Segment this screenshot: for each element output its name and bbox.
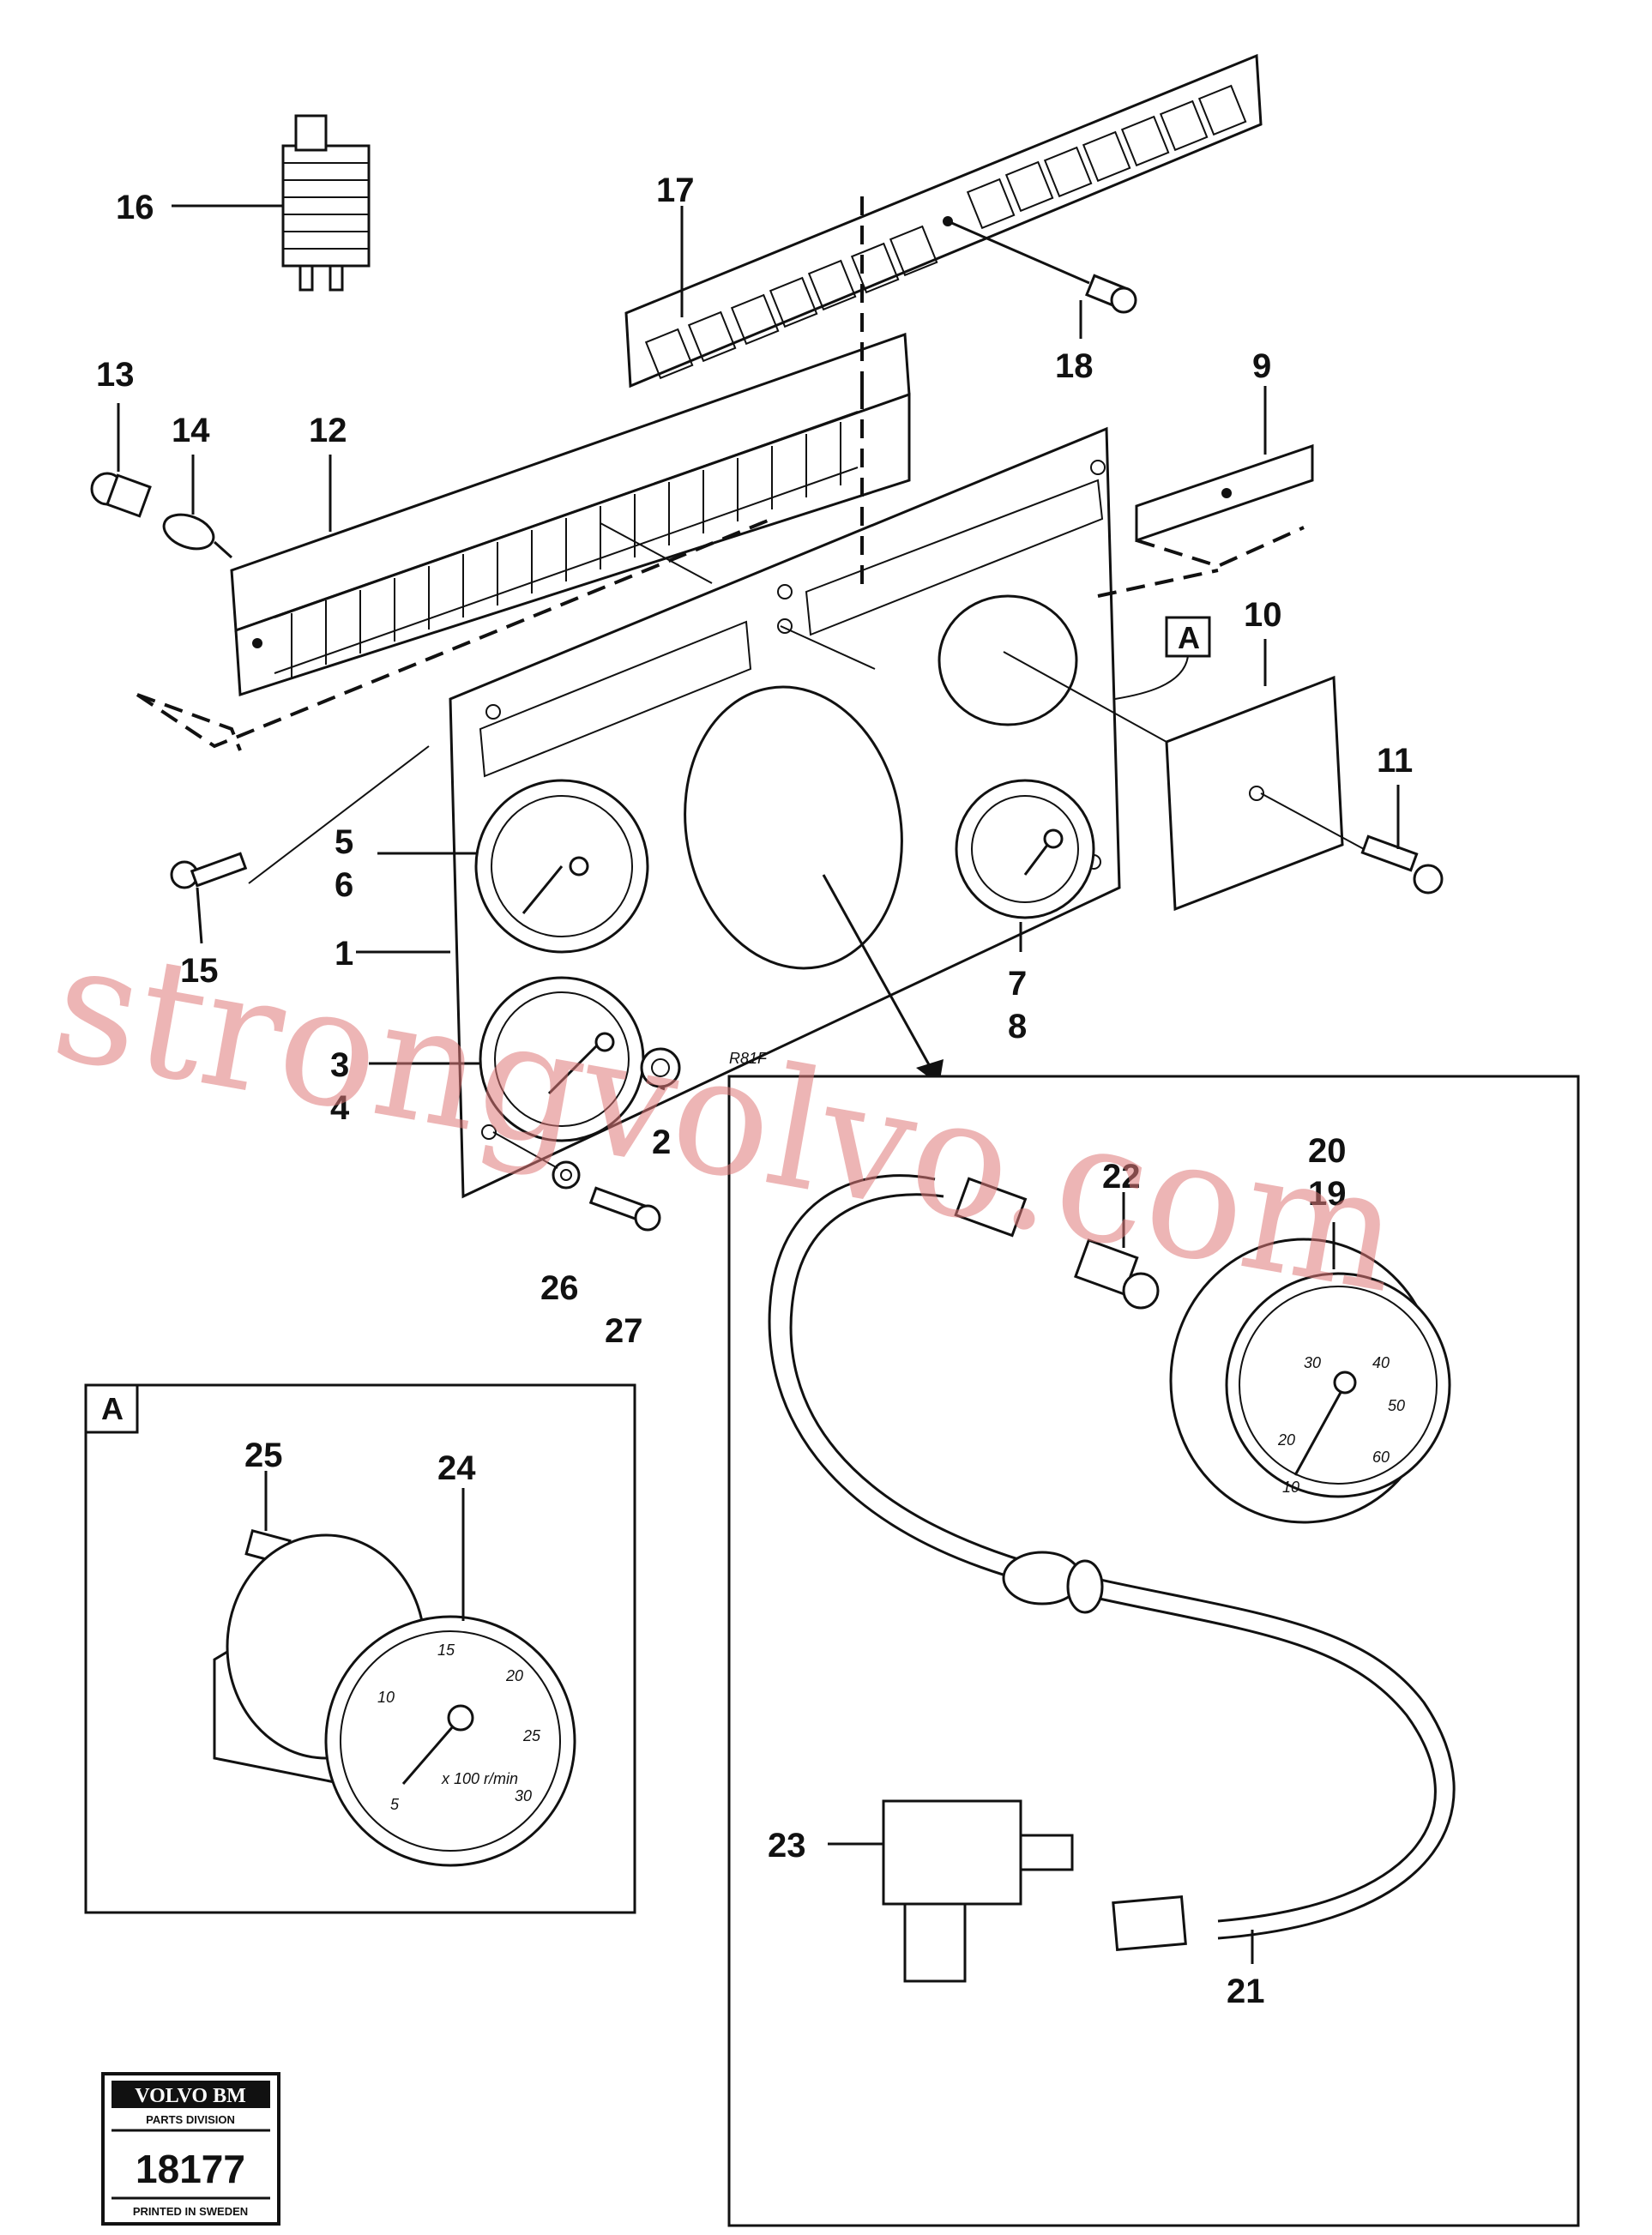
callout-1: 1 [335, 935, 353, 973]
speedometer-19-20: 10 20 30 40 50 60 [1169, 1238, 1451, 1524]
indicator-strip [624, 53, 1263, 389]
gauge-7-8 [955, 779, 1095, 919]
tachometer-24: 5 10 15 20 25 30 x 100 r/min [213, 1533, 576, 1867]
speed-sender-23 [882, 1799, 1074, 1983]
badge-division: PARTS DIVISION [146, 2113, 235, 2126]
speedo-mark-60: 60 [1372, 1449, 1390, 1466]
callout-17: 17 [656, 172, 695, 209]
washer-26 [552, 1160, 581, 1190]
speedo-mark-40: 40 [1372, 1354, 1390, 1371]
screw-15 [170, 852, 248, 889]
callout-20: 20 [1308, 1132, 1347, 1170]
speedo-mark-20: 20 [1277, 1431, 1295, 1449]
callout-8: 8 [1008, 1008, 1027, 1045]
tacho-mark-10: 10 [377, 1689, 395, 1706]
callout-4: 4 [330, 1089, 350, 1127]
tacho-mark-30: 30 [515, 1787, 532, 1804]
callout-21: 21 [1227, 1973, 1265, 2010]
callout-12: 12 [309, 412, 347, 449]
relay-part [281, 114, 371, 292]
screw-18 [947, 220, 1137, 314]
screw-11 [1360, 834, 1444, 895]
callout-24: 24 [437, 1449, 476, 1487]
callout-16: 16 [116, 189, 154, 226]
speedo-mark-50: 50 [1388, 1397, 1405, 1414]
speedometer-cable-21 [768, 1174, 1456, 1952]
tacho-mark-25: 25 [522, 1727, 541, 1744]
callout-10: 10 [1244, 596, 1282, 634]
bulb-14 [162, 513, 233, 559]
badge-brand: VOLVO BM [135, 2085, 246, 2107]
lens-strip-9 [1135, 443, 1314, 543]
bulb-socket-13 [90, 472, 152, 518]
callout-15: 15 [180, 952, 219, 990]
callout-14: 14 [172, 412, 210, 449]
inset-a-label: A [101, 1391, 124, 1426]
callout-18: 18 [1055, 347, 1094, 385]
callout-9: 9 [1252, 347, 1271, 385]
gauge-5-6 [474, 779, 649, 954]
part-number-badge: VOLVO BM PARTS DIVISION 18177 PRINTED IN… [101, 2072, 280, 2226]
callout-11: 11 [1377, 742, 1413, 780]
callout-3: 3 [330, 1046, 349, 1084]
switch-2 [640, 1047, 681, 1088]
inset-ref-label: A [1178, 620, 1200, 655]
speedo-mark-30: 30 [1304, 1354, 1321, 1371]
panel-mark: R81F [729, 1050, 768, 1067]
callout-19: 19 [1308, 1175, 1347, 1213]
screw-27 [588, 1186, 661, 1232]
callout-26: 26 [540, 1269, 579, 1307]
inset-a-tag [84, 1383, 139, 1434]
tacho-mark-15: 15 [437, 1642, 455, 1659]
callout-23: 23 [768, 1827, 806, 1865]
callout-13: 13 [96, 356, 135, 394]
tacho-unit: x 100 r/min [441, 1770, 518, 1787]
callout-22: 22 [1102, 1158, 1141, 1196]
tacho-mark-20: 20 [505, 1667, 523, 1684]
cover-plate-10 [1165, 675, 1344, 912]
callout-7: 7 [1008, 965, 1027, 1003]
callout-2: 2 [652, 1124, 671, 1161]
bulb-holder [230, 332, 911, 697]
callout-25: 25 [244, 1437, 283, 1474]
badge-number: 18177 [136, 2147, 245, 2191]
adapter-22 [1074, 1238, 1160, 1310]
callout-6: 6 [335, 866, 353, 904]
speedo-mark-10: 10 [1282, 1479, 1299, 1496]
callout-5: 5 [335, 823, 353, 861]
callout-27: 27 [605, 1312, 643, 1350]
inset-ref-box [1165, 616, 1211, 658]
tacho-mark-5: 5 [390, 1796, 400, 1813]
badge-footer: PRINTED IN SWEDEN [133, 2205, 248, 2218]
speedometer-detail-box [727, 1075, 1580, 2227]
